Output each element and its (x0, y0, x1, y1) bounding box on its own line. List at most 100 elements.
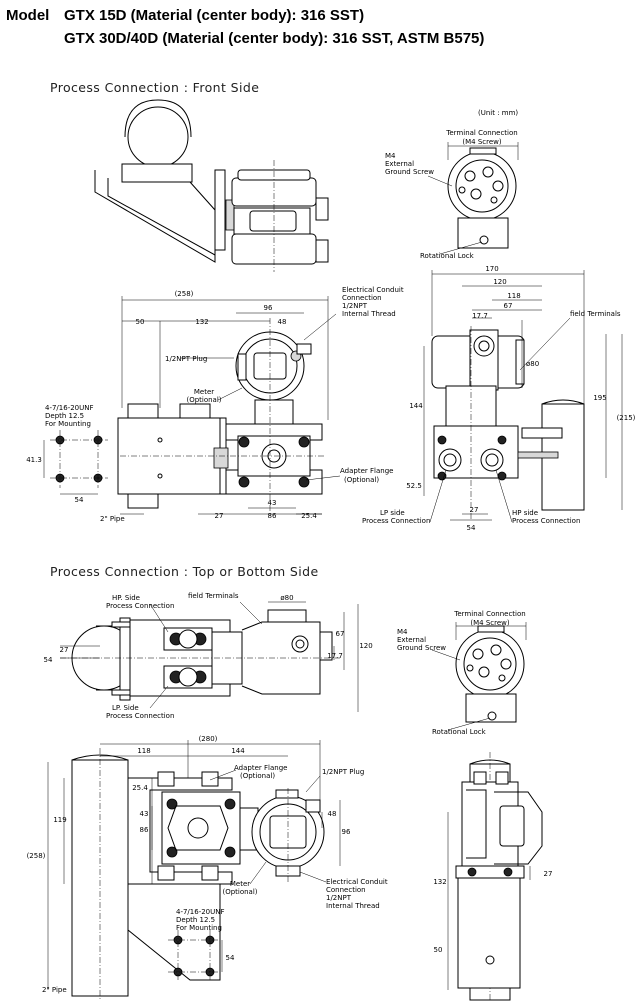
terminal-connection-detail-2 (431, 622, 527, 731)
unf-label-bottom: 4-7/16-20UNF (176, 908, 225, 916)
front-dimension-lines (120, 296, 341, 515)
dim-27-side: 27 (470, 506, 479, 514)
meter-label-bottom: Meter (230, 880, 250, 888)
conduit-label-4: Internal Thread (342, 310, 396, 318)
dim-118-bottom: 118 (137, 747, 150, 755)
front-pipe-bracket-top (94, 99, 235, 263)
phi-80-top: ø80 (280, 594, 293, 602)
model-title-line-1: GTX 15D (Material (center body): 316 SST… (64, 7, 365, 24)
dim-48-bottom: 48 (328, 810, 337, 818)
bottom-side-view (455, 752, 543, 1001)
dim-67-side: 67 (504, 302, 513, 310)
hp-side-label-top: HP. Side (112, 594, 140, 602)
unf-label-front: 4-7/16-20UNF (45, 404, 94, 412)
dim-96-bottom: 96 (342, 828, 351, 836)
conduit-label-1: Electrical Conduit (342, 286, 404, 294)
conduit-label-b4: Internal Thread (326, 902, 380, 910)
m4-label-2: M4 (397, 628, 408, 636)
field-terminals-label-2: field Terminals (188, 592, 239, 600)
front-mounting-holes (43, 430, 108, 495)
dim-144-bottom: 144 (231, 747, 245, 755)
dim-43-bottom: 43 (140, 810, 149, 818)
npt-plug-label-bottom: 1/2NPT Plug (322, 768, 364, 776)
adapter-flange-optional-bottom: (Optional) (240, 772, 275, 780)
hp-process-connection-top: Process Connection (106, 602, 174, 610)
model-label: Model (6, 7, 50, 24)
meter-optional-bottom: (Optional) (222, 888, 257, 896)
lp-side-label: LP side (380, 509, 405, 517)
dim-120-side: 120 (493, 278, 506, 286)
dim-25-4-bottom: 25.4 (132, 784, 148, 792)
mounting-label-front: For Mounting (45, 420, 91, 428)
dim-258-bottom: (258) (27, 852, 46, 860)
conduit-label-2: Connection (342, 294, 382, 302)
external-label-2: External (397, 636, 426, 644)
bottom-side-dimensions (447, 812, 531, 990)
dim-27-front: 27 (215, 512, 224, 520)
lp-process-connection-top: Process Connection (106, 712, 174, 720)
terminal-connection-label-2: Terminal Connection (453, 610, 525, 618)
dim-120-top: 120 (359, 642, 372, 650)
npt-plug-label-front: 1/2NPT Plug (165, 355, 207, 363)
model-title-line-2: GTX 30D/40D (Material (center body): 316… (64, 30, 485, 47)
front-side-view (431, 326, 585, 520)
dim-43-front: 43 (268, 499, 277, 507)
dim-86-bottom: 86 (140, 826, 149, 834)
dim-17-7-top: 17.7 (327, 652, 343, 660)
mounting-label-bottom: For Mounting (176, 924, 222, 932)
lp-process-connection-label: Process Connection (362, 517, 430, 525)
dim-258-front: (258) (175, 290, 194, 298)
pipe-label-front: 2" Pipe (100, 515, 125, 523)
lp-side-label-top: LP. Side (112, 704, 139, 712)
dim-86-front: 86 (268, 512, 277, 520)
dim-54-side: 54 (467, 524, 476, 532)
rotational-lock-label: Rotational Lock (420, 252, 475, 260)
adapter-flange-label-front: Adapter Flange (340, 467, 393, 475)
dim-25-4-front: 25.4 (301, 512, 317, 520)
dim-280: (280) (199, 735, 218, 743)
conduit-label-b2: Connection (326, 886, 366, 894)
dim-54-top: 54 (44, 656, 53, 664)
dim-27-top: 27 (60, 646, 69, 654)
bottom-front-dimensions (47, 740, 341, 990)
dim-96-front: 96 (264, 304, 273, 312)
dim-17-7-side: 17.7 (472, 312, 488, 320)
conduit-label-3: 1/2NPT (342, 302, 368, 310)
conduit-label-b3: 1/2NPT (326, 894, 352, 902)
dim-119: 119 (53, 816, 66, 824)
ground-screw-label-2: Ground Screw (397, 644, 446, 652)
bottom-front-view (71, 748, 325, 1000)
field-terminals-label-1: field Terminals (570, 310, 621, 318)
dim-27-bottom-side: 27 (544, 870, 553, 878)
adapter-flange-label-bottom: Adapter Flange (234, 764, 287, 772)
section-title-top: Process Connection : Top or Bottom Side (50, 564, 319, 579)
top-plan-dimensions (60, 601, 359, 712)
conduit-label-b1: Electrical Conduit (326, 878, 388, 886)
dim-132-bottom: 132 (433, 878, 446, 886)
dim-54-front: 54 (75, 496, 84, 504)
terminal-connection-label: Terminal Connection (445, 129, 517, 137)
pipe-label-bottom: 2" Pipe (42, 986, 67, 994)
rotational-lock-label-2: Rotational Lock (432, 728, 487, 736)
meter-label-front: Meter (194, 388, 214, 396)
front-main-view (117, 318, 326, 514)
adapter-flange-optional-front: (Optional) (344, 476, 379, 484)
dim-144-side: 144 (409, 402, 423, 410)
m4-label: M4 (385, 152, 396, 160)
dim-215: (215) (617, 414, 636, 422)
dim-52-5: 52.5 (406, 482, 422, 490)
m4-screw-label: (M4 Screw) (462, 138, 501, 146)
dim-195: 195 (593, 394, 606, 402)
dim-170: 170 (485, 265, 498, 273)
dim-54-bottom: 54 (226, 954, 235, 962)
m4-screw-label-2: (M4 Screw) (470, 619, 509, 627)
dim-118-side: 118 (507, 292, 520, 300)
terminal-connection-detail-1 (427, 142, 519, 255)
hp-process-connection-label: Process Connection (512, 517, 580, 525)
unit-note: (Unit : mm) (478, 109, 518, 117)
dim-50-bottom: 50 (434, 946, 443, 954)
top-plan-view (60, 609, 340, 701)
dim-132-front: 132 (195, 318, 208, 326)
hp-side-label: HP side (512, 509, 538, 517)
